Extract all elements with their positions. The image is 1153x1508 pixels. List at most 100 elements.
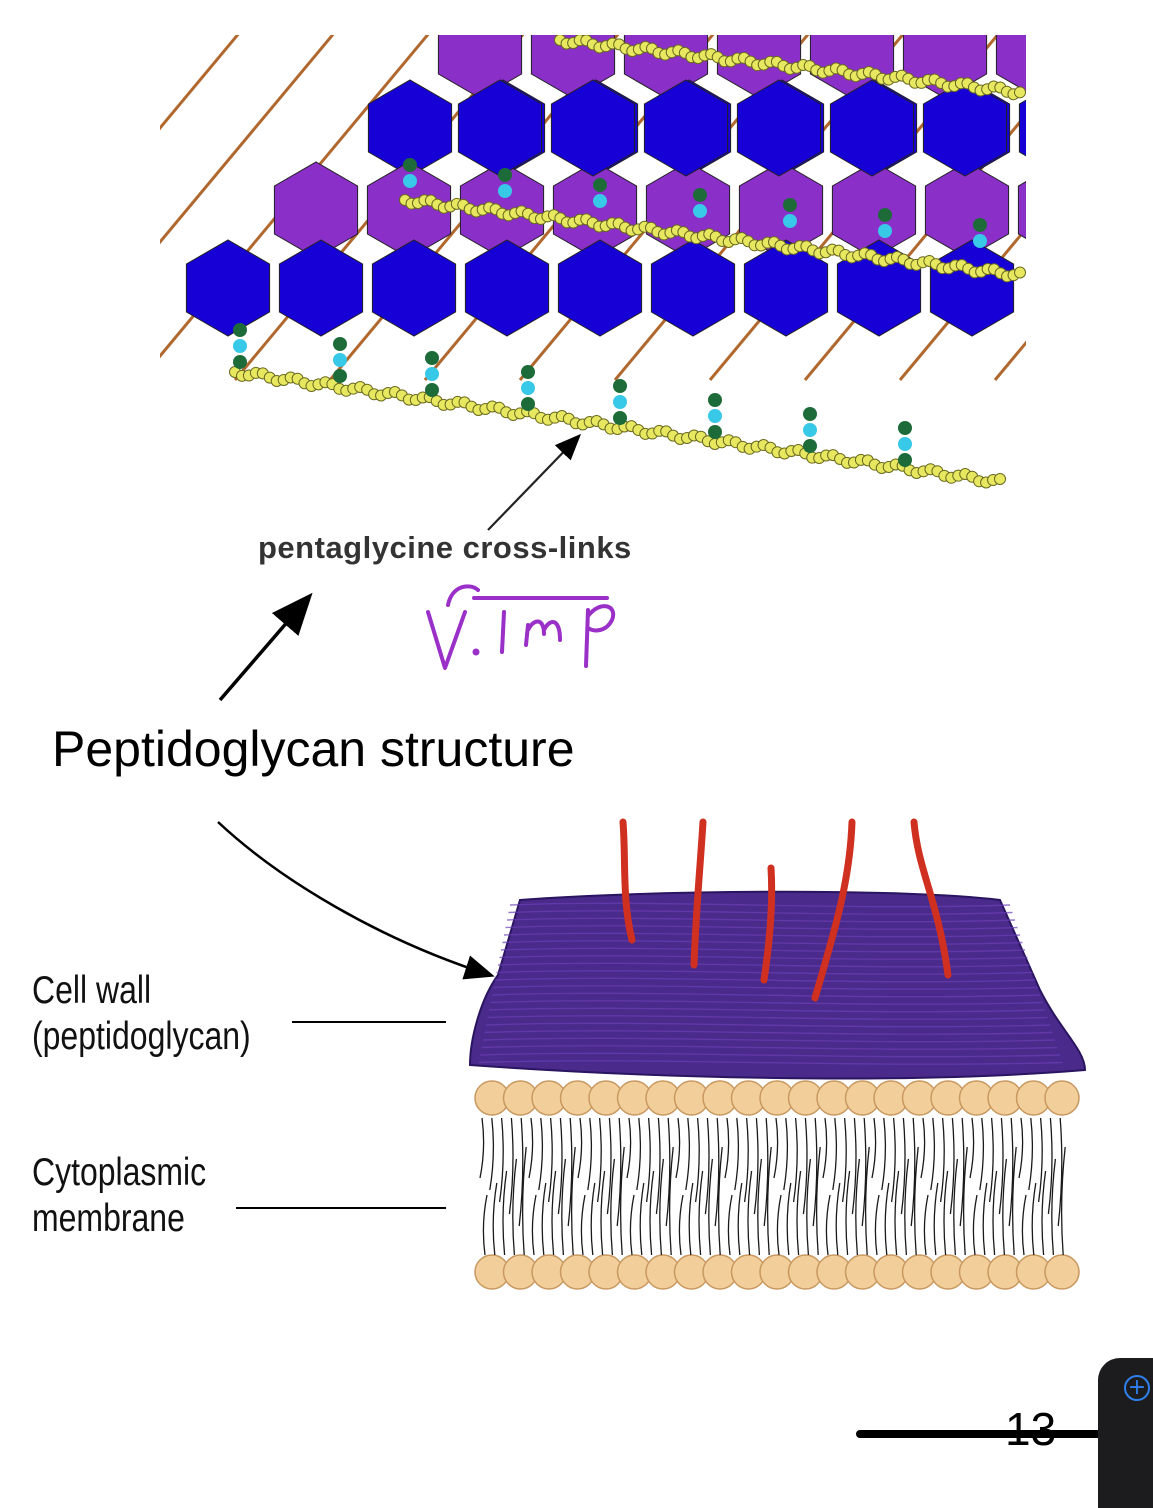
peptide-residue bbox=[233, 339, 247, 353]
lipid-tail bbox=[784, 1118, 791, 1255]
cell-wall-label-line2: (peptidoglycan) bbox=[32, 1014, 251, 1060]
peptide-residue bbox=[425, 367, 439, 381]
cross-link-arrow bbox=[488, 437, 578, 530]
peptide-residue bbox=[693, 188, 707, 202]
lipid-tail bbox=[794, 1118, 801, 1255]
peptide-residue bbox=[403, 174, 417, 188]
peptide-residue bbox=[593, 194, 607, 208]
lipid-tail bbox=[558, 1118, 565, 1255]
handwritten-vimp-note bbox=[428, 586, 613, 668]
nag-hexagon bbox=[923, 80, 1006, 176]
peptide-residue bbox=[233, 323, 247, 337]
peptidoglycan-lattice bbox=[0, 2, 1153, 488]
lipid-tail bbox=[480, 1118, 487, 1255]
peptide-residue bbox=[898, 437, 912, 451]
lipid-tail bbox=[588, 1118, 595, 1255]
peptide-residue bbox=[803, 439, 817, 453]
lipid-tail bbox=[529, 1118, 536, 1255]
peptide-residue bbox=[973, 234, 987, 248]
peptide-residue bbox=[498, 184, 512, 198]
peptide-residue bbox=[425, 351, 439, 365]
lipid-tail bbox=[901, 1118, 908, 1255]
peptide-residue bbox=[693, 204, 707, 218]
peptide-residue bbox=[708, 393, 722, 407]
lipid-tail bbox=[617, 1118, 624, 1255]
lipid-tail bbox=[950, 1118, 957, 1255]
lipid-tail bbox=[999, 1118, 1006, 1255]
cross-links-label: pentaglycine cross-links bbox=[258, 530, 632, 566]
nag-hexagon bbox=[737, 80, 820, 176]
lipid-tail bbox=[921, 1118, 928, 1255]
figure-title: Peptidoglycan structure bbox=[52, 720, 575, 778]
nag-hexagon bbox=[372, 240, 455, 336]
title-down-arrow bbox=[218, 822, 490, 975]
lipid-tail bbox=[519, 1118, 526, 1255]
lipid-tail bbox=[1029, 1118, 1036, 1255]
lipid-tail bbox=[647, 1118, 654, 1255]
lipid-tail bbox=[578, 1118, 585, 1255]
membrane-label: Cytoplasmic membrane bbox=[32, 1150, 206, 1242]
nag-hexagon bbox=[1019, 80, 1102, 176]
peptide-residue bbox=[803, 423, 817, 437]
peptide-residue bbox=[613, 411, 627, 425]
plus-circle-icon[interactable]: + bbox=[1124, 1375, 1150, 1401]
glycan-backbone bbox=[0, 20, 60, 380]
lipid-tail bbox=[843, 1118, 850, 1255]
peptide-residue bbox=[613, 395, 627, 409]
peptide-residue bbox=[783, 214, 797, 228]
nag-hexagon bbox=[186, 240, 269, 336]
lipid-tail bbox=[607, 1118, 614, 1255]
lipid-tail bbox=[754, 1118, 761, 1255]
lipid-tail bbox=[500, 1118, 507, 1255]
peptide-residue bbox=[803, 407, 817, 421]
lipid-tail bbox=[803, 1118, 810, 1255]
lipid-tail bbox=[882, 1118, 889, 1255]
nag-hexagon bbox=[644, 80, 727, 176]
peptide-residue bbox=[403, 158, 417, 172]
glycine-bead bbox=[1015, 87, 1026, 98]
peptide-residue bbox=[708, 409, 722, 423]
lipid-tail bbox=[892, 1118, 899, 1255]
peptide-residue bbox=[333, 353, 347, 367]
peptide-residue bbox=[425, 383, 439, 397]
peptide-residue bbox=[233, 355, 247, 369]
lipid-tail bbox=[941, 1118, 948, 1255]
lipid-tail bbox=[715, 1118, 722, 1255]
membrane-label-line1: Cytoplasmic bbox=[32, 1150, 206, 1196]
lipid-tail bbox=[637, 1118, 644, 1255]
lipid-tail bbox=[568, 1118, 575, 1255]
lipid-tail bbox=[539, 1118, 546, 1255]
lipid-tail bbox=[735, 1118, 742, 1255]
membrane-label-line2: membrane bbox=[32, 1196, 206, 1242]
peptide-residue bbox=[333, 337, 347, 351]
lipid-tail bbox=[774, 1118, 781, 1255]
lipid-tail bbox=[549, 1118, 556, 1255]
glycine-bead bbox=[995, 474, 1006, 485]
peptide-residue bbox=[521, 381, 535, 395]
lipid-tail bbox=[656, 1118, 663, 1255]
glycan-backbone bbox=[1090, 20, 1153, 380]
peptide-residue bbox=[898, 453, 912, 467]
peptide-residue bbox=[898, 421, 912, 435]
lipid-tail bbox=[833, 1118, 840, 1255]
lipid-tail bbox=[1058, 1118, 1065, 1255]
cell-wall-label-line1: Cell wall bbox=[32, 968, 251, 1014]
lipid-tail bbox=[980, 1118, 987, 1255]
peptide-residue bbox=[878, 224, 892, 238]
lipid-head bbox=[1045, 1255, 1079, 1289]
nag-hexagon bbox=[558, 240, 641, 336]
peptide-residue bbox=[708, 425, 722, 439]
lipid-tail bbox=[1019, 1118, 1026, 1255]
lipid-tail bbox=[598, 1118, 605, 1255]
peptide-residue bbox=[333, 369, 347, 383]
lipid-tail bbox=[725, 1118, 732, 1255]
nag-hexagon bbox=[551, 80, 634, 176]
title-up-arrow bbox=[220, 598, 308, 700]
peptide-residue bbox=[783, 198, 797, 212]
peptide-residue bbox=[521, 397, 535, 411]
page-number: 13 bbox=[1005, 1402, 1056, 1456]
lipid-tail bbox=[862, 1118, 869, 1255]
nam-hexagon bbox=[996, 2, 1079, 98]
peptide-residue bbox=[973, 218, 987, 232]
lipid-tail bbox=[509, 1118, 516, 1255]
